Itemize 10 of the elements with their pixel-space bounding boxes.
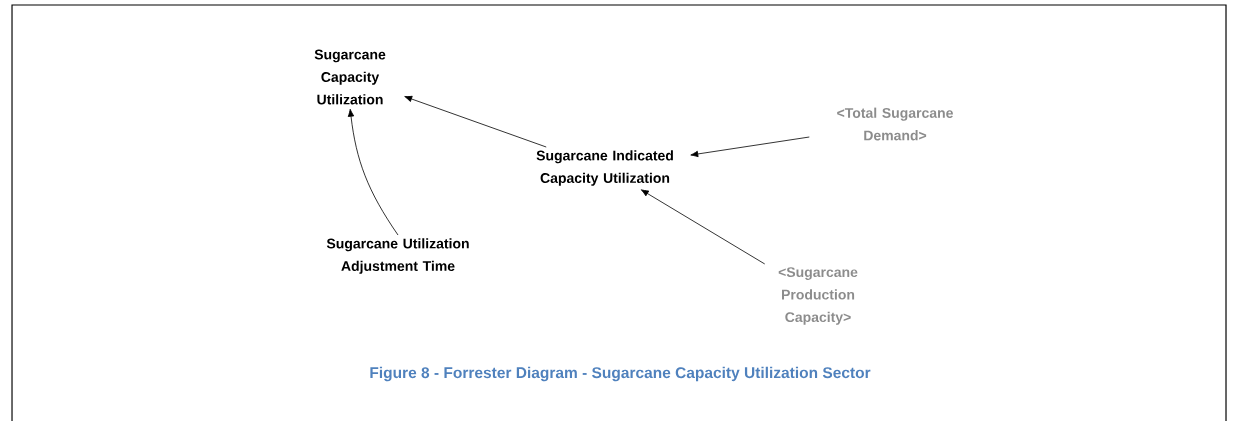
- variable-label: Sugarcane Capacity Utilization: [314, 49, 386, 105]
- shadow-variable-label: <Sugarcane Production Capacity>: [778, 267, 858, 325]
- arrow: [690, 136, 810, 158]
- variable-label: Sugarcane Utilization Adjustment Time: [326, 238, 469, 274]
- arrow: [347, 108, 399, 236]
- arrow: [404, 95, 547, 148]
- variable-label: Sugarcane Indicated Capacity Utilization: [536, 150, 673, 186]
- arrow: [640, 189, 766, 265]
- figure-caption: Figure 8 - Forrester Diagram - Sugarcane Capacity Utilization Sector: [370, 366, 871, 382]
- shadow-variable-label: <Total Sugarcane Demand>: [837, 107, 953, 141]
